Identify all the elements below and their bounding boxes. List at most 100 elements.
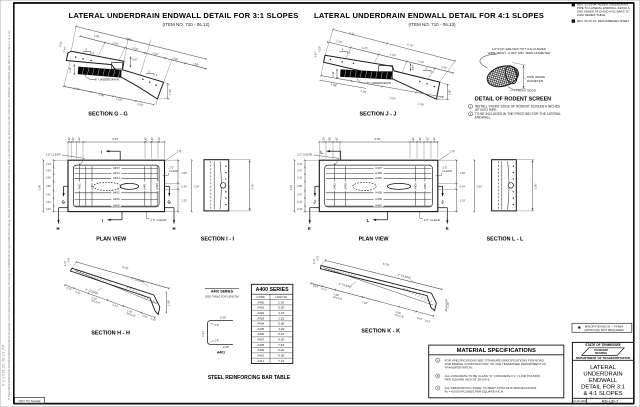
svg-text:0.42': 0.42' bbox=[297, 177, 303, 180]
svg-text:2" CLEAR: 2" CLEAR bbox=[85, 287, 99, 295]
svg-text:A400: A400 bbox=[90, 183, 94, 190]
svg-text:P:\StandDraw\DESIGN STANDARDS\: P:\StandDraw\DESIGN STANDARDS\Standards … bbox=[7, 30, 11, 400]
svg-text:A403: A403 bbox=[113, 166, 120, 170]
svg-text:5.50': 5.50' bbox=[126, 37, 133, 43]
svg-text:L: L bbox=[367, 218, 370, 223]
svg-text:MATERIAL SPECIFICATIONS: MATERIAL SPECIFICATIONS bbox=[457, 348, 536, 354]
svg-text:2.5": 2.5" bbox=[169, 166, 174, 170]
svg-text:H: H bbox=[172, 226, 175, 231]
svg-text:LATERAL: LATERAL bbox=[590, 365, 616, 371]
svg-text:B: B bbox=[437, 374, 439, 378]
svg-text:0.42': 0.42' bbox=[150, 136, 154, 142]
svg-text:A406: A406 bbox=[375, 176, 382, 180]
svg-text:1.00': 1.00' bbox=[116, 97, 123, 102]
svg-text:1.00': 1.00' bbox=[447, 89, 451, 95]
svg-text:0.33': 0.33' bbox=[157, 136, 161, 142]
svg-text:0.42': 0.42' bbox=[75, 289, 82, 295]
svg-text:PLAN VIEW: PLAN VIEW bbox=[359, 236, 390, 242]
svg-text:ENDWALL.: ENDWALL. bbox=[475, 116, 492, 120]
svg-text:0.42': 0.42' bbox=[416, 316, 423, 321]
svg-text:6.70': 6.70' bbox=[382, 262, 390, 268]
svg-text:UNDERDRAIN: UNDERDRAIN bbox=[583, 372, 622, 378]
svg-text:A409: A409 bbox=[343, 183, 347, 190]
svg-text:2"R: 2"R bbox=[177, 150, 183, 154]
svg-text:1.42': 1.42' bbox=[73, 86, 80, 91]
svg-text:0.42': 0.42' bbox=[46, 170, 52, 173]
svg-text:A406: A406 bbox=[257, 332, 264, 336]
svg-text:L: L bbox=[320, 149, 323, 154]
svg-text:1: 1 bbox=[470, 105, 472, 109]
svg-text:A404: A404 bbox=[113, 171, 120, 175]
svg-text:A407: A407 bbox=[375, 204, 382, 208]
svg-text:2"R: 2"R bbox=[215, 324, 219, 327]
svg-text:AND ADDED A410 AND A411 BARS T: AND ADDED A410 AND A411 BARS TO bbox=[577, 10, 630, 14]
svg-text:A400 SERIES TABLE.: A400 SERIES TABLE. bbox=[577, 13, 606, 17]
svg-text:A400: A400 bbox=[257, 300, 264, 304]
svg-text:0.94': 0.94' bbox=[112, 303, 119, 309]
svg-text:2.5" CLEAR: 2.5" CLEAR bbox=[46, 152, 61, 156]
svg-text:1.34': 1.34' bbox=[201, 330, 205, 337]
svg-text:4.33': 4.33' bbox=[278, 311, 285, 315]
svg-text:2.5" CLEAR: 2.5" CLEAR bbox=[297, 152, 312, 156]
svg-text:A407: A407 bbox=[257, 338, 264, 342]
svg-text:0.42': 0.42' bbox=[46, 177, 52, 180]
svg-text:1.08': 1.08' bbox=[333, 292, 340, 297]
svg-text:(ITEM NO. 710 - 06.12): (ITEM NO. 710 - 06.12) bbox=[162, 22, 210, 27]
svg-text:A404: A404 bbox=[113, 197, 120, 201]
svg-text:0.42': 0.42' bbox=[46, 201, 52, 204]
svg-text:K: K bbox=[308, 226, 311, 231]
svg-text:A406: A406 bbox=[375, 197, 382, 201]
svg-text:A403: A403 bbox=[257, 316, 264, 320]
svg-text:2: 2 bbox=[470, 112, 472, 116]
svg-text:0.42': 0.42' bbox=[297, 201, 303, 204]
svg-text:CLEAR: CLEAR bbox=[442, 169, 451, 173]
svg-text:1: 1 bbox=[93, 51, 95, 55]
svg-text:7.34': 7.34' bbox=[278, 359, 285, 363]
svg-text:A406: A406 bbox=[375, 171, 382, 175]
svg-text:SECTION L - L: SECTION L - L bbox=[487, 236, 524, 242]
svg-text:3.00': 3.00' bbox=[194, 184, 200, 188]
svg-text:J: J bbox=[313, 200, 316, 205]
svg-text:0.42': 0.42' bbox=[297, 170, 303, 173]
svg-text:A409: A409 bbox=[257, 348, 264, 352]
svg-text:1: 1 bbox=[156, 73, 158, 77]
svg-text:G: G bbox=[62, 200, 65, 205]
svg-text:(SEE TABLE FOR LENGTH): (SEE TABLE FOR LENGTH) bbox=[205, 294, 239, 298]
svg-text:A408: A408 bbox=[257, 343, 264, 347]
svg-text:Fy = 60,000 POUNDS PER SQUARE: Fy = 60,000 POUNDS PER SQUARE INCH. bbox=[445, 390, 504, 394]
svg-text:DETAIL OF RODENT SCREEN: DETAIL OF RODENT SCREEN bbox=[475, 96, 551, 102]
svg-text:3.16': 3.16' bbox=[112, 137, 119, 141]
svg-text:0.42': 0.42' bbox=[71, 136, 75, 142]
svg-text:1.50': 1.50' bbox=[192, 61, 199, 67]
svg-text:A400: A400 bbox=[155, 183, 159, 190]
svg-text:0.34': 0.34' bbox=[460, 185, 466, 189]
svg-text:1.08': 1.08' bbox=[166, 300, 170, 306]
svg-text:1.58': 1.58' bbox=[460, 171, 466, 175]
svg-text:3.50': 3.50' bbox=[374, 137, 381, 141]
svg-text:STATE OF TENNESSEE: STATE OF TENNESSEE bbox=[585, 343, 620, 347]
svg-text:A401: A401 bbox=[143, 183, 147, 190]
svg-text:0.58': 0.58' bbox=[297, 185, 303, 188]
svg-text:2.51': 2.51' bbox=[349, 31, 356, 36]
svg-text:1.90': 1.90' bbox=[93, 33, 100, 39]
svg-text:6.00': 6.00' bbox=[278, 348, 285, 352]
svg-text:I: I bbox=[102, 218, 103, 223]
svg-text:1.08': 1.08' bbox=[91, 295, 98, 301]
svg-text:6" UNDERDRAIN: 6" UNDERDRAIN bbox=[95, 77, 119, 81]
svg-text:3: 3 bbox=[85, 48, 87, 52]
svg-text:APPROVAL NOT REQUIRED: APPROVAL NOT REQUIRED bbox=[584, 328, 624, 332]
svg-text:1.50': 1.50' bbox=[418, 102, 425, 107]
svg-text:SECTION G - G: SECTION G - G bbox=[88, 112, 127, 118]
svg-text:PIPE TO LATERAL ENDWALL DETAIL: PIPE TO LATERAL ENDWALL DETAILS bbox=[577, 6, 630, 10]
svg-text:AND BRIDGE CONSTRUCTION" OF TH: AND BRIDGE CONSTRUCTION" OF THE TENNESSE… bbox=[445, 362, 547, 366]
svg-text:0.86': 0.86' bbox=[328, 136, 332, 142]
svg-text:1.25': 1.25' bbox=[361, 45, 368, 50]
svg-text:1.58': 1.58' bbox=[181, 171, 187, 175]
svg-text:5.00': 5.00' bbox=[122, 265, 130, 271]
svg-text:LATERAL UNDERDRAIN ENDWALL DET: LATERAL UNDERDRAIN ENDWALL DETAIL FOR 4:… bbox=[314, 11, 544, 20]
svg-text:3.00': 3.00' bbox=[278, 327, 285, 331]
svg-text:0.42': 0.42' bbox=[144, 136, 148, 142]
svg-text:0.33': 0.33' bbox=[150, 317, 157, 323]
svg-text:2.02': 2.02' bbox=[362, 300, 369, 305]
svg-text:1.25': 1.25' bbox=[360, 89, 367, 94]
